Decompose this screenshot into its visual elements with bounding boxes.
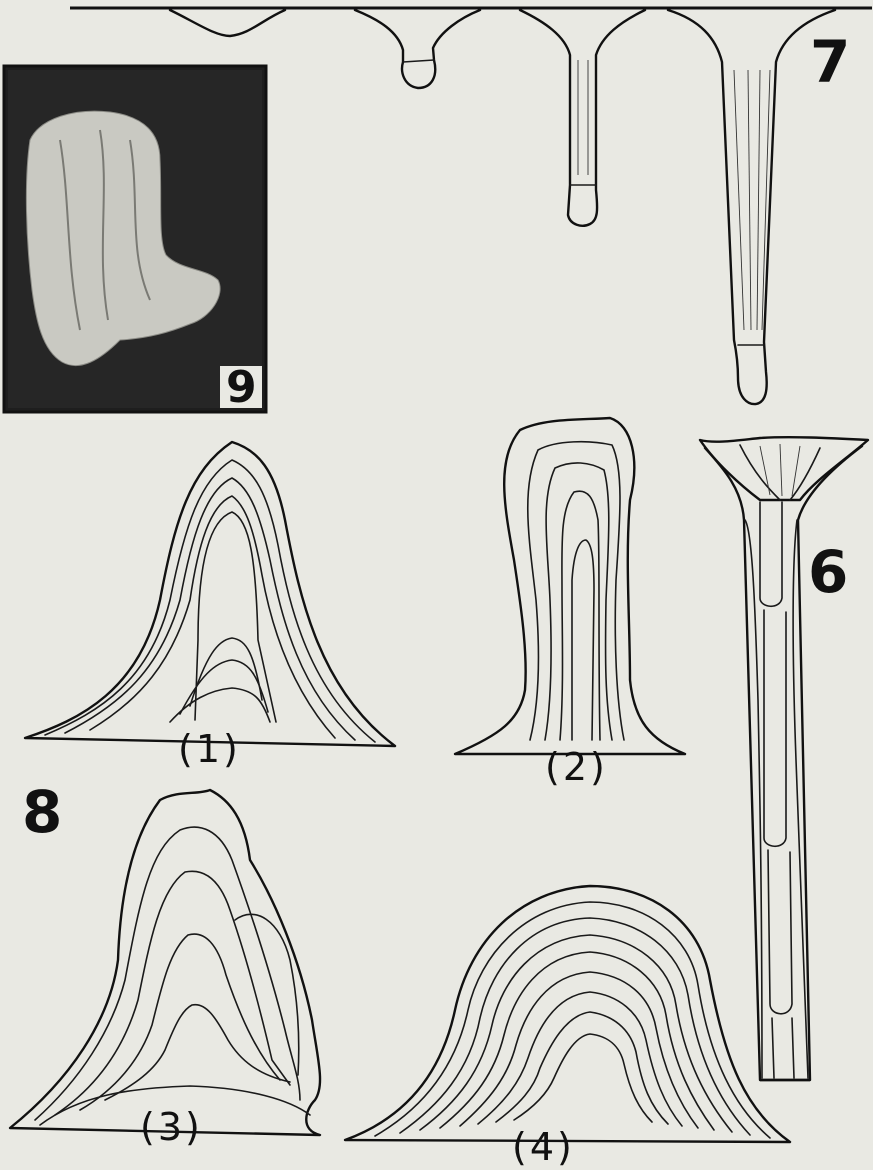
figure-9-label: 9: [226, 362, 257, 413]
section-2-label: (2): [545, 745, 608, 789]
figure-6-label: 6: [808, 538, 848, 606]
figure-6-tube-section: 6: [700, 437, 868, 1080]
figure-8-section-4: (4): [345, 886, 790, 1169]
figure-9-photograph: 9: [4, 66, 266, 413]
section-4-label: (4): [512, 1125, 575, 1169]
stage-3-stalactite: [520, 10, 645, 226]
stage-2-stalactite: [355, 10, 480, 88]
figure-7-label: 7: [810, 28, 850, 96]
figure-8-section-1: (1): [25, 442, 395, 771]
section-1-label: (1): [178, 727, 241, 771]
section-3-label: (3): [140, 1105, 203, 1149]
stage-1-drip: [170, 10, 285, 36]
figure-8-label: 8: [22, 778, 62, 846]
figure-8-section-2: (2): [455, 418, 685, 789]
